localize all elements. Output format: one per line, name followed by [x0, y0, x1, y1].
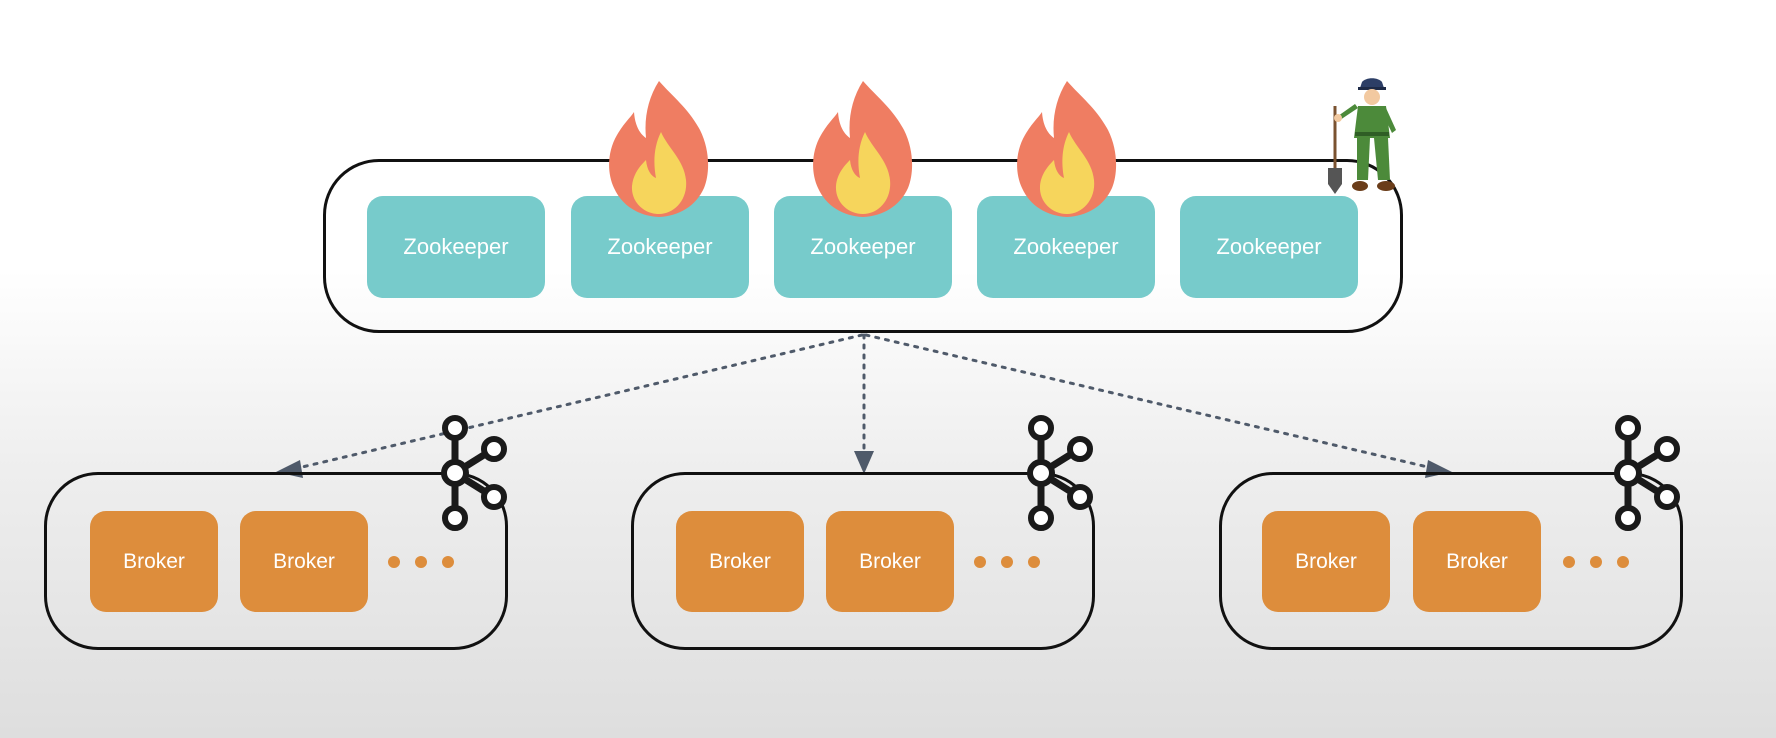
- kafka-logo-icon: [1614, 415, 1680, 531]
- more-ellipsis-icon: [1563, 551, 1629, 573]
- more-ellipsis-icon: [388, 551, 454, 573]
- more-ellipsis-icon: [974, 551, 1040, 573]
- connector-right: [864, 333, 1434, 470]
- broker-node: Broker: [1413, 511, 1541, 612]
- zookeeper-node-label: Zookeeper: [607, 234, 713, 259]
- zookeeper-node-1: Zookeeper: [367, 196, 545, 298]
- kafka-cluster-2: [631, 472, 1095, 650]
- fire-icon: [609, 81, 709, 217]
- kafka-logo-icon: [441, 415, 507, 531]
- zookeeper-node-3: Zookeeper: [774, 196, 952, 298]
- broker-label: Broker: [123, 549, 185, 573]
- broker-label: Broker: [273, 549, 335, 573]
- zookeeper-node-label: Zookeeper: [1013, 234, 1119, 259]
- broker-node: Broker: [1262, 511, 1390, 612]
- zookeeper-node-2: Zookeeper: [571, 196, 749, 298]
- zookeeper-node-label: Zookeeper: [1216, 234, 1322, 259]
- zookeeper-worker-icon: [1328, 78, 1396, 194]
- broker-node: Broker: [676, 511, 804, 612]
- broker-label: Broker: [859, 549, 921, 573]
- broker-node: Broker: [90, 511, 218, 612]
- fire-icon: [813, 81, 913, 217]
- zookeeper-node-label: Zookeeper: [810, 234, 916, 259]
- connector-left: [296, 333, 864, 470]
- broker-node: Broker: [240, 511, 368, 612]
- fire-icon: [1017, 81, 1117, 217]
- broker-node: Broker: [826, 511, 954, 612]
- broker-label: Broker: [1446, 549, 1508, 573]
- zookeeper-node-5: Zookeeper: [1180, 196, 1358, 298]
- kafka-logo-icon: [1027, 415, 1093, 531]
- broker-label: Broker: [709, 549, 771, 573]
- zookeeper-node-label: Zookeeper: [403, 234, 509, 259]
- kafka-cluster-3: [1219, 472, 1683, 650]
- arrowhead-center: [854, 451, 874, 474]
- broker-label: Broker: [1295, 549, 1357, 573]
- kafka-cluster-1: [44, 472, 508, 650]
